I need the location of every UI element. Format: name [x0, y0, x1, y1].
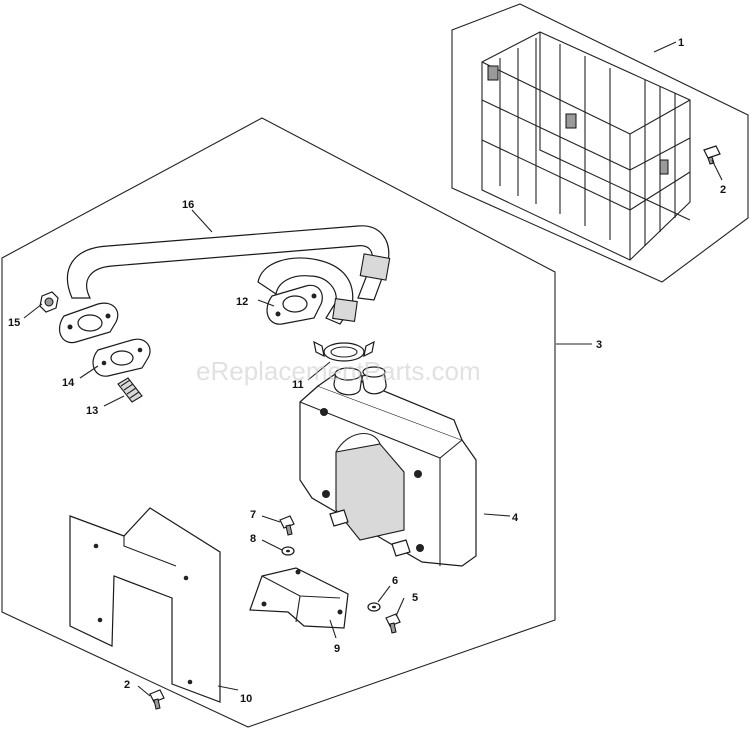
muffler — [299, 366, 477, 567]
screw-lower — [149, 689, 165, 710]
callout-2-lower: 2 — [124, 679, 130, 691]
callout-7: 7 — [250, 509, 256, 521]
callout-1: 1 — [678, 37, 684, 49]
watermark-text: eReplacementParts.com — [196, 356, 481, 386]
heat-shield-plate — [69, 507, 221, 703]
nut — [39, 291, 59, 313]
leader-lines — [23, 41, 723, 697]
screw-5 — [385, 613, 401, 634]
callout-2-upper: 2 — [720, 184, 726, 196]
callout-9: 9 — [334, 643, 340, 655]
wire-guard-basket — [481, 31, 691, 261]
screw-7 — [279, 515, 295, 536]
pipe-flange-right — [266, 284, 323, 325]
washer-6 — [367, 602, 381, 612]
washer-8 — [281, 546, 295, 556]
muffler-assembly-boundary — [1, 117, 556, 728]
callout-6: 6 — [392, 575, 398, 587]
pipe-clamp — [313, 340, 375, 362]
callout-11: 11 — [292, 379, 304, 391]
callout-8: 8 — [250, 533, 256, 545]
exhaust-pipe — [67, 225, 391, 325]
callout-15: 15 — [8, 317, 20, 329]
callout-labels: 1 2 3 4 5 6 7 8 9 10 11 12 13 14 15 16 2 — [8, 37, 726, 705]
pipe-flange-left — [59, 302, 119, 344]
callout-5: 5 — [412, 592, 418, 604]
callout-10: 10 — [240, 693, 252, 705]
screw-upper — [703, 145, 721, 165]
muffler-bracket — [249, 567, 349, 629]
callout-16: 16 — [182, 199, 194, 211]
guard-assembly-boundary — [451, 3, 749, 283]
stud — [117, 377, 143, 403]
gasket — [92, 338, 151, 377]
callout-14: 14 — [62, 377, 75, 389]
callout-12: 12 — [236, 296, 248, 308]
callout-3: 3 — [596, 339, 602, 351]
callout-13: 13 — [86, 405, 98, 417]
callout-4: 4 — [512, 512, 519, 524]
